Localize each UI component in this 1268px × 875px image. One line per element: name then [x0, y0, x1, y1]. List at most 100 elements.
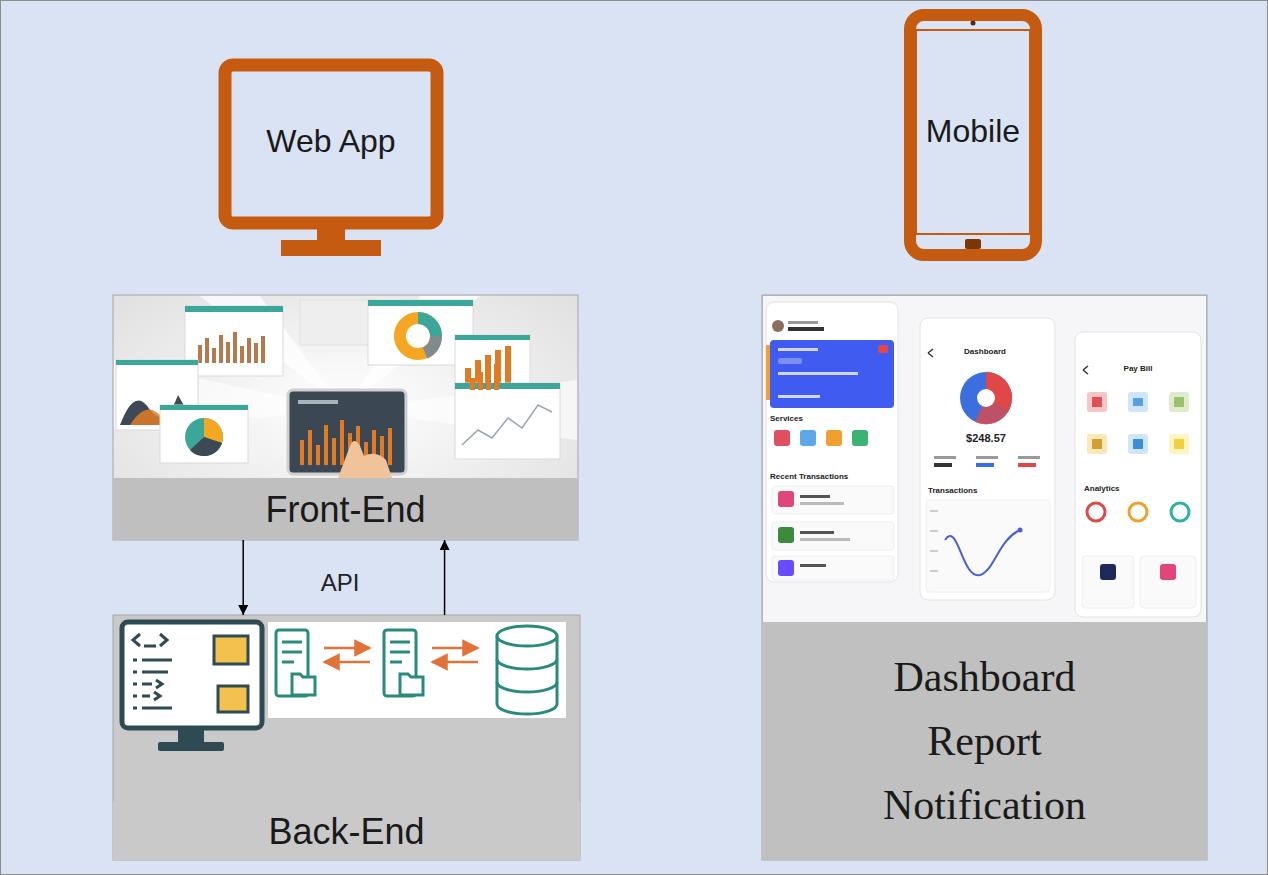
- mobile-mockups-part: [928, 349, 933, 357]
- mobile-mockups-part: [930, 452, 1045, 472]
- mobile-mockups-part: [788, 321, 818, 324]
- device-label: Mobile: [926, 112, 1020, 150]
- mockup-text: Recent Transactions: [770, 472, 860, 482]
- backend-illustration-part: [113, 615, 580, 860]
- frontend-illustration-part-part: [212, 348, 216, 363]
- frontend-illustration-part: [185, 418, 223, 456]
- backend-illustration-part-part: [324, 647, 370, 650]
- mobile-mockups-part: [826, 430, 842, 446]
- mobile-mockups-part: [772, 556, 894, 580]
- phone-button: [965, 239, 981, 249]
- mobile-mockups-part: [1171, 503, 1189, 521]
- frontend-illustration-part-part: [300, 440, 304, 465]
- frontend-illustration-part-part: [308, 430, 312, 465]
- mobile-mockups-part-part: [930, 570, 938, 572]
- mobile-mockups-part: [772, 522, 894, 550]
- api-label: API: [290, 568, 390, 598]
- frontend-illustration-part: [455, 335, 530, 340]
- frontend-panel: Front-End: [113, 295, 578, 540]
- mobile-mockups-part: [766, 302, 898, 582]
- frontend-illustration-part: [455, 335, 530, 390]
- frontend-illustration-part-part: [240, 346, 244, 363]
- frontend-illustration-part-part: [332, 438, 336, 465]
- monitor-frame: [225, 65, 437, 223]
- mobile-mockups-part: [934, 456, 956, 459]
- mobile-mockups-part: [878, 345, 888, 353]
- backend-illustration-part-part: [292, 674, 315, 695]
- backend-illustration-part: [214, 636, 248, 664]
- mobile-mockups-part-part: [930, 510, 938, 512]
- mobile-mockups-part: [920, 318, 1055, 600]
- mobile-mockups-part: [800, 538, 850, 541]
- mockup-text: Analytics: [1084, 484, 1144, 494]
- frontend-illustration-part: [400, 318, 436, 354]
- mobile-mockups-part: [1018, 456, 1040, 459]
- mobile-mockups-part: [778, 527, 794, 543]
- mobile-mockups-part-part: [930, 550, 938, 552]
- frontend-illustration-part-part: [486, 368, 491, 390]
- frontend-illustration-part: [116, 360, 198, 365]
- mobile-mockups-part: [800, 430, 816, 446]
- backend-illustration-part-part: [497, 659, 557, 692]
- mockup-text: Services: [770, 414, 830, 424]
- panel-caption: Front-End: [113, 478, 578, 540]
- mockup-text: Transactions: [928, 486, 998, 496]
- mobile-mockups-part: [1092, 439, 1102, 449]
- frontend-illustration-part: [160, 405, 248, 410]
- frontend-illustration-part-part: [316, 445, 320, 465]
- mobile-phone: Mobile: [903, 8, 1043, 262]
- backend-illustration-part: [122, 622, 262, 728]
- mobile-mockups-part: [778, 372, 858, 375]
- mobile-mockups-part: [800, 531, 834, 534]
- mobile-mockups-part: [976, 456, 998, 459]
- mobile-mockups: [762, 295, 1207, 860]
- backend-panel: Back-End: [113, 615, 580, 860]
- mobile-mockups-part: [1087, 503, 1105, 521]
- mobile-mockups-part: [1174, 397, 1184, 407]
- monitor-base: [281, 240, 381, 256]
- mobile-mockups-part: [945, 530, 1020, 575]
- api-arrow: [242, 540, 244, 615]
- mobile-mockups-part: [934, 463, 952, 467]
- mobile-mockups-part: [960, 372, 1012, 424]
- frontend-illustration-part: [185, 306, 283, 376]
- monitor-neck: [317, 226, 345, 242]
- frontend-illustration-part: [418, 318, 436, 336]
- backend-illustration-part-part: [144, 645, 156, 648]
- mobile-mockups-part: [926, 500, 1050, 592]
- mobile-mockups-part: [1083, 366, 1088, 374]
- frontend-illustration-part: [113, 295, 578, 540]
- mobile-mockups-part: [852, 430, 868, 446]
- frontend-illustration-part-part: [198, 345, 202, 363]
- backend-illustration-part-part: [282, 642, 302, 662]
- mobile-mockups-part: [772, 320, 784, 332]
- frontend-illustration-part: [160, 405, 248, 463]
- mobile-mockups-part: [1129, 503, 1147, 521]
- backend-illustration-part-part: [133, 680, 162, 688]
- mobile-mockups-part: [1169, 434, 1189, 454]
- mobile-mockups-part: [1087, 392, 1107, 412]
- frontend-illustration-part-part: [226, 342, 230, 363]
- mobile-mockups-part: [1075, 332, 1201, 617]
- backend-illustration-part-part: [133, 659, 172, 662]
- mobile-mockups-part: [778, 560, 794, 576]
- mobile-mockups-part: [1160, 564, 1176, 580]
- backend-illustration-part: [133, 634, 172, 708]
- mobile-mockups-part: [1018, 528, 1023, 533]
- frontend-illustration-part: [298, 400, 338, 404]
- frontend-illustration-part-part: [254, 343, 258, 363]
- backend-illustration-part: [178, 728, 204, 744]
- mobile-mockups-part: [1133, 398, 1143, 406]
- frontend-illustration-part: [470, 364, 499, 390]
- mobile-mockups-part: [1169, 392, 1189, 412]
- panel-caption: Dashboard Report Notification: [762, 622, 1207, 860]
- backend-illustration-part: [324, 648, 478, 662]
- mobile-mockups-part: [1018, 463, 1036, 467]
- frontend-illustration-part-part: [219, 335, 223, 363]
- backend-illustration-part-part: [133, 634, 140, 646]
- backend-illustration-part-part: [497, 626, 557, 646]
- backend-illustration-part: [276, 630, 315, 696]
- backend-illustration-part: [497, 626, 557, 714]
